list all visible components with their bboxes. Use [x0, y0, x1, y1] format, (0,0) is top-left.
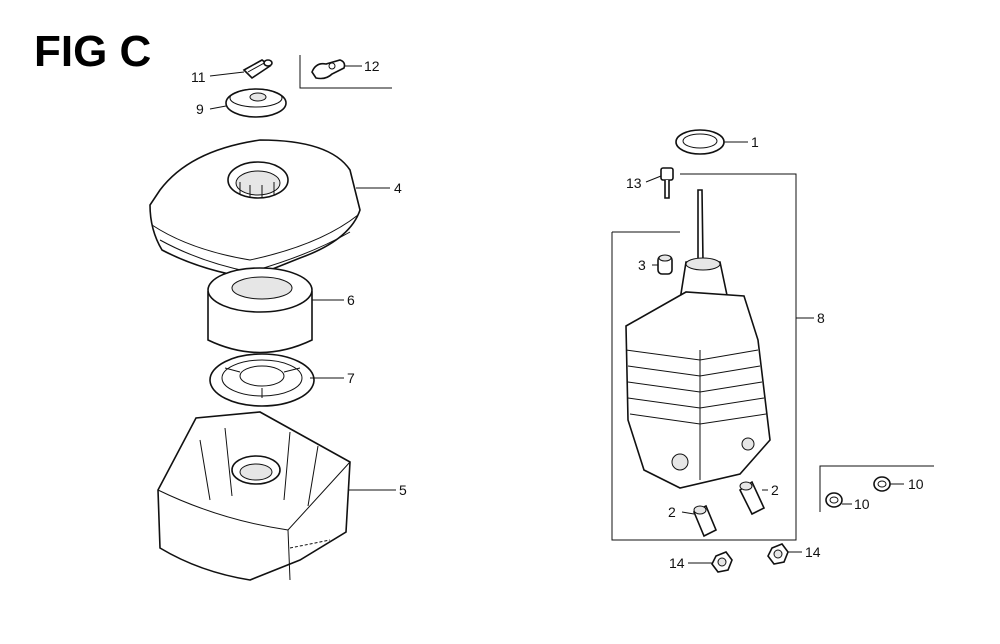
part-13-screw [660, 167, 674, 199]
callout-3: 3 [638, 257, 646, 273]
part-9-cap [225, 88, 287, 118]
callout-5: 5 [399, 482, 407, 498]
callout-13: 13 [626, 175, 642, 191]
part-7-gasket [209, 353, 315, 407]
callout-8: 8 [817, 310, 825, 326]
callout-14b: 14 [805, 544, 821, 560]
callout-1: 1 [751, 134, 759, 150]
callout-2b: 2 [668, 504, 676, 520]
leader-lines [209, 65, 904, 564]
callout-9: 9 [196, 101, 204, 117]
part-5-case [157, 411, 351, 581]
callout-10a: 10 [854, 496, 870, 512]
callout-14a: 14 [669, 555, 685, 571]
callout-2a: 2 [771, 482, 779, 498]
part-14-nut-b [767, 543, 789, 565]
part-4-cover [149, 139, 361, 279]
part-2-stud-b [692, 504, 718, 538]
figure-title: FIG C [34, 27, 151, 76]
part-1-o-ring [675, 129, 725, 155]
part-2-stud-a [738, 480, 766, 516]
part-3-fitting [657, 254, 673, 275]
part-12-bracket-group [299, 55, 392, 89]
callout-10b: 10 [908, 476, 924, 492]
callout-7: 7 [347, 370, 355, 386]
part-8-tank [625, 189, 771, 489]
callout-12: 12 [364, 58, 380, 74]
part-8-bracket [611, 173, 797, 541]
part-14-nut-a [711, 551, 733, 573]
callout-4: 4 [394, 180, 402, 196]
callout-11: 11 [191, 69, 206, 85]
part-11-bolt [242, 59, 273, 80]
part-10-cap-group [819, 465, 934, 512]
callout-6: 6 [347, 292, 355, 308]
part-6-filter-element [207, 267, 313, 354]
